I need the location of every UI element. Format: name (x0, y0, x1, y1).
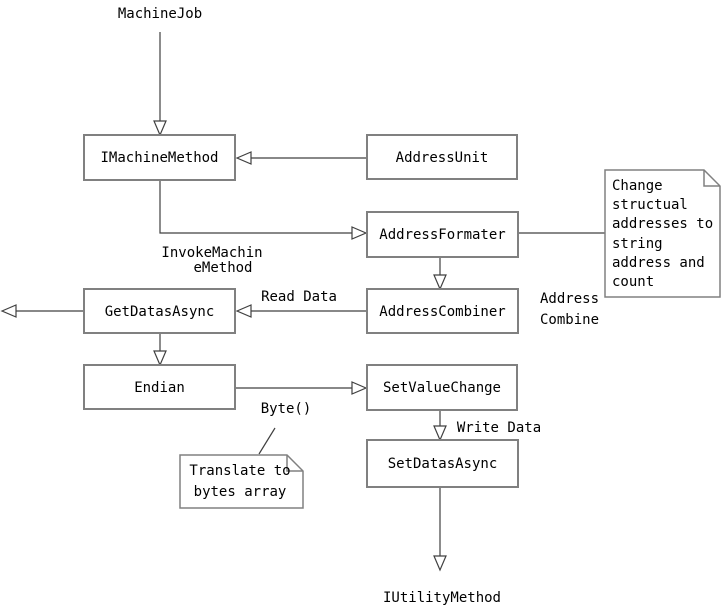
note-folded-corner-icon (703, 170, 720, 187)
node-setvaluechange: SetValueChange (366, 364, 518, 411)
note-change-line-1: Change (612, 178, 663, 194)
label-address-combine-line2: Combine (540, 312, 599, 328)
label-write-data: Write Data (457, 420, 541, 436)
note-change-line-2: structual (612, 197, 688, 213)
note-translate-line-1: Translate to (189, 463, 290, 479)
arrow-down-icon (153, 350, 167, 367)
arrow-right-icon (351, 226, 368, 240)
node-endian-label: Endian (134, 380, 185, 396)
node-getdatasasync-label: GetDatasAsync (105, 304, 215, 320)
note-folded-corner-icon (286, 455, 303, 472)
node-imachinemethod-label: IMachineMethod (100, 150, 218, 166)
node-setvaluechange-label: SetValueChange (383, 380, 501, 396)
connector-note-to-byte (258, 427, 276, 455)
node-endian: Endian (83, 364, 236, 410)
node-imachinemethod: IMachineMethod (83, 134, 236, 181)
label-read-data: Read Data (261, 289, 337, 305)
connector-getdatasasync-to-left-edge (0, 304, 84, 318)
node-addressformater-label: AddressFormater (379, 227, 505, 243)
label-byte: Byte() (261, 401, 312, 417)
note-change-addresses: Change structual addresses to string add… (604, 169, 721, 298)
label-machinejob: MachineJob (118, 6, 202, 22)
connector-getdatasasync-to-endian (153, 333, 167, 367)
note-change-line-3: addresses to (612, 216, 713, 232)
node-setdatasasync: SetDatasAsync (366, 439, 519, 488)
arrow-left-icon (235, 151, 252, 165)
label-invokemachinemethod-line1: InvokeMachin (161, 245, 262, 261)
arrow-down-icon (433, 425, 447, 442)
arrow-left-icon (0, 304, 17, 318)
note-translate-bytes: Translate to bytes array (179, 454, 304, 509)
node-addresscombiner: AddressCombiner (366, 288, 519, 334)
node-addressunit-label: AddressUnit (396, 150, 489, 166)
note-change-line-4: string (612, 236, 663, 252)
node-getdatasasync: GetDatasAsync (83, 288, 236, 334)
arrow-down-icon (433, 555, 447, 572)
arrow-down-icon (433, 274, 447, 291)
note-translate-line-2: bytes array (194, 484, 287, 500)
connector-endian-to-setvaluechange (235, 381, 368, 395)
node-setdatasasync-label: SetDatasAsync (388, 456, 498, 472)
label-address-combine-line1: Address (540, 291, 599, 307)
arrow-down-icon (153, 120, 167, 137)
note-change-line-5: address and (612, 255, 705, 271)
arrow-right-icon (351, 381, 368, 395)
connector-setvaluechange-to-setdatasasync (433, 410, 447, 442)
arrow-left-icon (235, 304, 252, 318)
connector-addressformater-to-addresscombiner (433, 257, 447, 291)
connector-addresscombiner-to-getdatasasync (235, 304, 367, 318)
node-addressformater: AddressFormater (366, 211, 519, 258)
connector-imachinemethod-to-addressformater (159, 180, 368, 240)
label-iutilitymethod: IUtilityMethod (383, 590, 501, 606)
connector-setdatasasync-to-iutilitymethod (433, 487, 447, 572)
label-invokemachinemethod-line2: eMethod (193, 260, 252, 276)
node-addressunit: AddressUnit (366, 134, 518, 180)
note-change-line-6: count (612, 274, 654, 290)
connector-addressunit-to-imachinemethod (235, 151, 367, 165)
connector-machinejob-to-imachinemethod (153, 32, 167, 137)
node-addresscombiner-label: AddressCombiner (379, 304, 505, 320)
